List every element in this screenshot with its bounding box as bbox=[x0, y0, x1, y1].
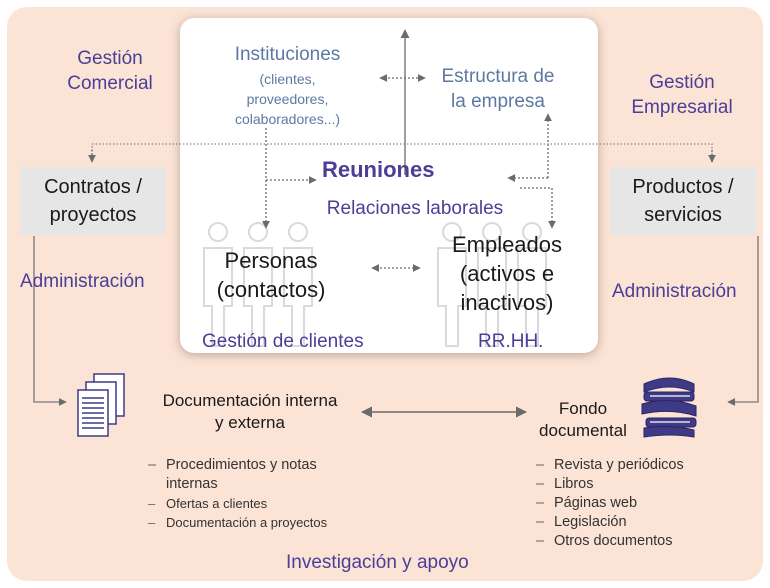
gestion-empresarial-line: Empresarial bbox=[631, 97, 733, 118]
list-item: Procedimientos y notas internas bbox=[148, 456, 327, 494]
estructura-line: la empresa bbox=[451, 91, 545, 112]
reuniones-label: Reuniones bbox=[322, 157, 435, 182]
personas-line: (contactos) bbox=[216, 277, 326, 302]
instituciones-detail-line: proveedores, bbox=[246, 91, 329, 107]
fondo-line: documental bbox=[539, 421, 627, 440]
instituciones-title: Instituciones bbox=[234, 44, 341, 65]
personas-line: Personas bbox=[224, 248, 318, 273]
empleados-line: Empleados bbox=[451, 232, 563, 257]
estructura-label: Estructura de la empresa bbox=[428, 64, 568, 114]
list-item: Ofertas a clientes bbox=[148, 494, 327, 513]
list-item: Otros documentos bbox=[536, 532, 684, 551]
fondo-line: Fondo bbox=[558, 399, 608, 418]
gestion-comercial-label: Gestión Comercial bbox=[50, 46, 170, 96]
gestion-empresarial-label: Gestión Empresarial bbox=[622, 70, 742, 120]
documentacion-line: Documentación interna bbox=[162, 391, 338, 410]
administracion-right-label: Administración bbox=[612, 281, 737, 302]
personas-label: Personas (contactos) bbox=[196, 246, 346, 304]
gestion-empresarial-line: Gestión bbox=[649, 72, 715, 93]
documentacion-line: y externa bbox=[215, 413, 285, 432]
list-item: Documentación a proyectos bbox=[148, 513, 327, 532]
list-item-text: Páginas web bbox=[554, 495, 638, 511]
list-item: Legislación bbox=[536, 513, 684, 532]
list-item: Libros bbox=[536, 475, 684, 494]
rrhh-label: RR.HH. bbox=[478, 331, 544, 352]
documentacion-label: Documentación interna y externa bbox=[145, 390, 355, 434]
list-item: Páginas web bbox=[536, 494, 684, 513]
instituciones-detail-line: (clientes, bbox=[259, 71, 316, 87]
gestion-clientes-label: Gestión de clientes bbox=[202, 331, 364, 352]
contratos-line: Contratos / bbox=[44, 176, 142, 198]
empleados-label: Empleados (activos e inactivos) bbox=[432, 230, 582, 317]
administracion-left-label: Administración bbox=[20, 271, 145, 292]
list-item-text: Otros documentos bbox=[554, 533, 673, 549]
productos-line: Productos / bbox=[632, 176, 734, 198]
list-item-text: Libros bbox=[554, 476, 594, 492]
documents-icon bbox=[77, 373, 125, 437]
fondo-label: Fondo documental bbox=[528, 398, 638, 442]
list-item-text: Documentación a proyectos bbox=[166, 515, 328, 530]
list-item-text: Procedimientos y notas bbox=[166, 457, 317, 473]
gestion-comercial-line: Comercial bbox=[67, 73, 153, 94]
empleados-line: inactivos) bbox=[460, 290, 554, 315]
empleados-line: (activos e bbox=[459, 261, 555, 286]
instituciones-detail-line: colaboradores...) bbox=[234, 111, 341, 127]
gestion-comercial-line: Gestión bbox=[77, 48, 143, 69]
list-item: Revista y periódicos bbox=[536, 456, 684, 475]
productos-line: servicios bbox=[644, 204, 722, 226]
estructura-line: Estructura de bbox=[441, 66, 555, 87]
documentacion-list: Procedimientos y notas internas Ofertas a… bbox=[148, 456, 327, 532]
list-item-text: Ofertas a clientes bbox=[166, 496, 268, 511]
books-icon bbox=[641, 377, 697, 438]
investigacion-label: Investigación y apoyo bbox=[286, 552, 469, 573]
fondo-list: Revista y periódicos Libros Páginas web … bbox=[536, 456, 684, 551]
contratos-line: proyectos bbox=[49, 204, 137, 226]
center-panel bbox=[180, 18, 598, 353]
relaciones-label: Relaciones laborales bbox=[326, 198, 504, 219]
instituciones-detail: (clientes, proveedores, colaboradores...… bbox=[200, 69, 375, 129]
list-item-text: Legislación bbox=[554, 514, 627, 530]
list-item-text: internas bbox=[166, 476, 218, 492]
contratos-box: Contratos / proyectos bbox=[20, 167, 166, 235]
productos-box: Productos / servicios bbox=[610, 167, 756, 235]
list-item-text: Revista y periódicos bbox=[554, 457, 684, 473]
